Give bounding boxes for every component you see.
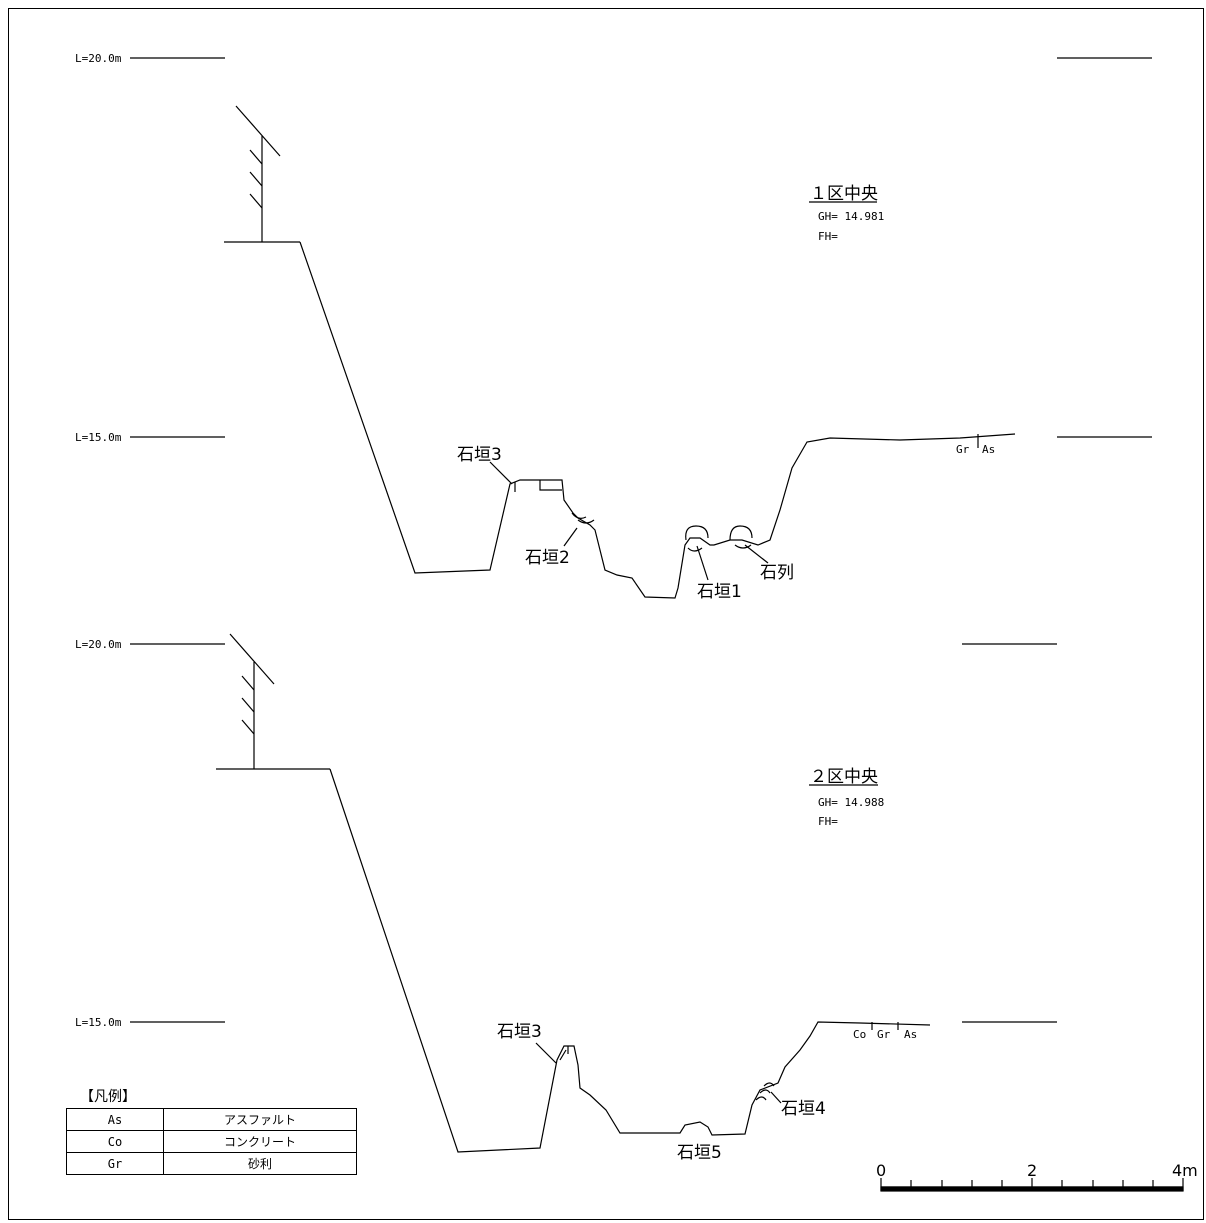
ground-profile-2 bbox=[329, 768, 931, 1153]
wall-symbol-1 bbox=[224, 105, 300, 243]
stone-row-stones bbox=[729, 525, 753, 549]
surface-code-gr-1: Gr bbox=[956, 443, 970, 456]
legend-title: 【凡例】 bbox=[80, 1089, 136, 1105]
stone-wall-3-detail-1 bbox=[514, 480, 562, 492]
level-label-15-1: L=15.0m bbox=[75, 431, 122, 444]
label-stone-wall-4: 石垣4 bbox=[781, 1099, 826, 1119]
legend-code: Co bbox=[66, 1130, 164, 1153]
scale-label-4m: 4m bbox=[1172, 1161, 1198, 1180]
ground-profile-1 bbox=[299, 241, 1016, 599]
legend-desc: コンクリート bbox=[163, 1130, 357, 1153]
fh-value-2: FH= bbox=[818, 815, 838, 828]
legend-code: Gr bbox=[66, 1152, 164, 1175]
label-stone-wall-3-2: 石垣3 bbox=[497, 1022, 542, 1042]
section-title-2: ２区中央 bbox=[810, 767, 878, 787]
surface-code-gr-2: Gr bbox=[877, 1028, 891, 1041]
leader-stone-row bbox=[744, 544, 769, 564]
legend-code: As bbox=[66, 1108, 164, 1131]
wall-symbol-2 bbox=[216, 633, 330, 770]
level-label-20-2: L=20.0m bbox=[75, 638, 122, 651]
legend-table: As アスファルト Co コンクリート Gr 砂利 bbox=[66, 1108, 357, 1175]
legend-desc: 砂利 bbox=[163, 1152, 357, 1175]
scale-label-2: 2 bbox=[1027, 1161, 1037, 1180]
stone-wall-1-stones bbox=[685, 525, 709, 552]
section-title-1: １区中央 bbox=[810, 184, 878, 204]
surface-code-as-2: As bbox=[904, 1028, 917, 1041]
leader-stone-wall-2 bbox=[563, 527, 578, 547]
legend-row: Co コンクリート bbox=[66, 1130, 357, 1153]
gh-value-2: GH= 14.988 bbox=[818, 796, 884, 809]
label-stone-wall-1: 石垣1 bbox=[697, 582, 742, 602]
leader-stone-wall-3-2 bbox=[535, 1042, 557, 1064]
leader-stone-wall-4 bbox=[770, 1091, 782, 1104]
stone-wall-2-stones bbox=[571, 512, 595, 524]
scale-label-0: 0 bbox=[876, 1161, 886, 1180]
surface-code-as-1: As bbox=[982, 443, 995, 456]
label-stone-wall-5: 石垣5 bbox=[677, 1143, 722, 1163]
leader-stone-wall-1 bbox=[696, 545, 709, 581]
drawing-frame bbox=[8, 8, 1204, 1220]
gh-value-1: GH= 14.981 bbox=[818, 210, 884, 223]
label-stone-wall-3-1: 石垣3 bbox=[457, 445, 502, 465]
level-label-15-2: L=15.0m bbox=[75, 1016, 122, 1029]
legend-row: Gr 砂利 bbox=[66, 1152, 357, 1175]
legend-desc: アスファルト bbox=[163, 1108, 357, 1131]
stone-wall-4-stones bbox=[755, 1082, 775, 1101]
legend-row: As アスファルト bbox=[66, 1108, 357, 1131]
fh-value-1: FH= bbox=[818, 230, 838, 243]
surface-code-co-2: Co bbox=[853, 1028, 866, 1041]
label-stone-wall-2: 石垣2 bbox=[525, 548, 570, 568]
stone-wall-3-detail-2 bbox=[559, 1046, 569, 1061]
level-label-20-1: L=20.0m bbox=[75, 52, 122, 65]
leader-stone-wall-3-1 bbox=[489, 461, 513, 485]
scale-bar bbox=[880, 1178, 1184, 1192]
label-stone-row: 石列 bbox=[760, 563, 794, 583]
